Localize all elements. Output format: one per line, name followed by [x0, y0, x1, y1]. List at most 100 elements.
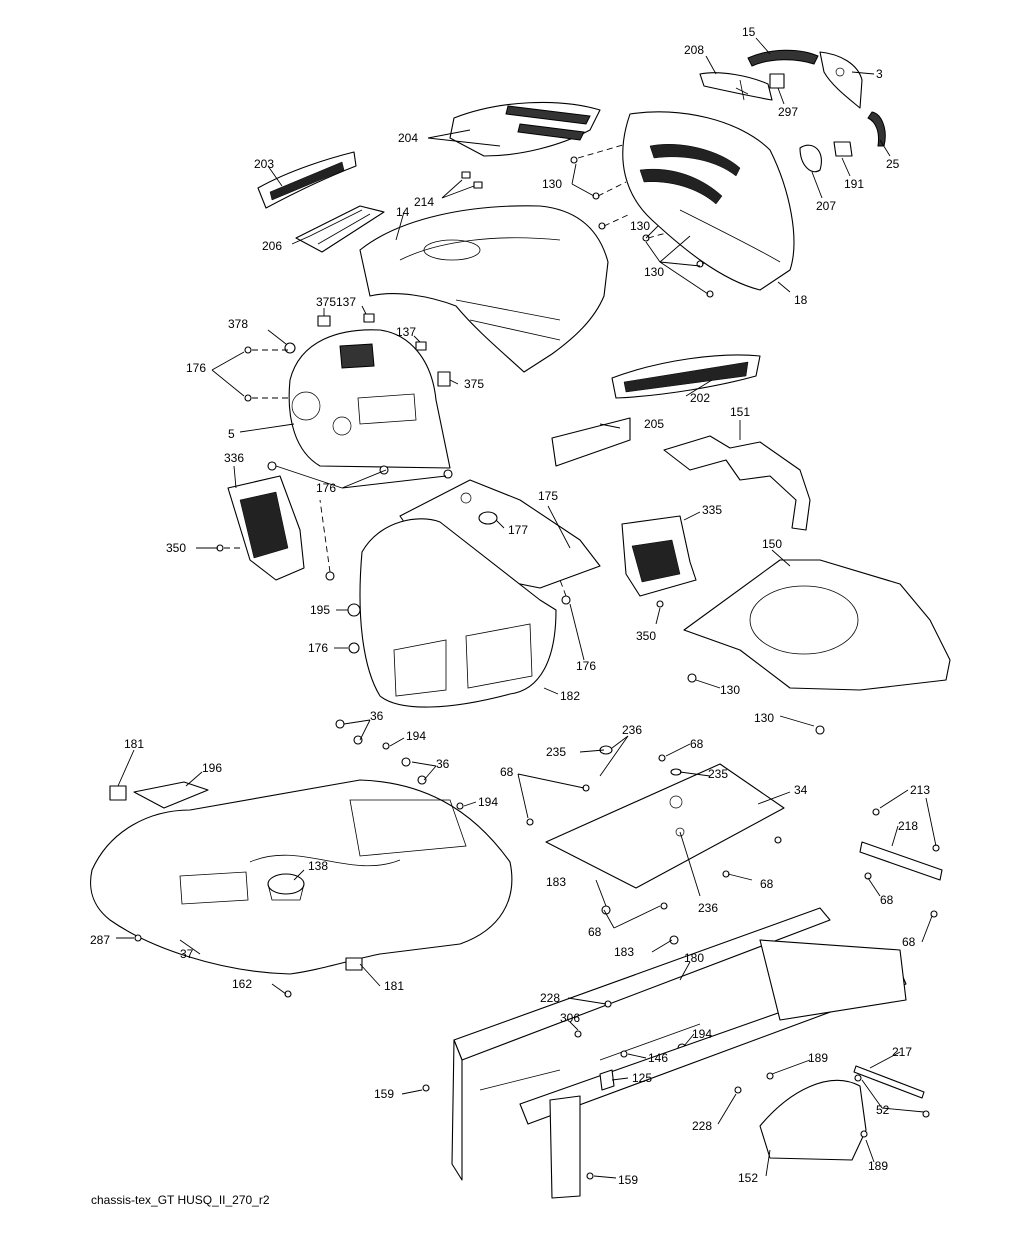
label-182: 182 [560, 689, 580, 703]
label-146: 146 [648, 1051, 668, 1065]
label-138: 138 [308, 859, 328, 873]
label-15: 15 [742, 25, 756, 39]
label-68-c: 68 [760, 877, 774, 891]
label-350-b: 350 [636, 629, 656, 643]
part-350-screw-right [656, 600, 664, 608]
label-176-b: 176 [316, 481, 336, 495]
part-191-knob [833, 141, 853, 157]
part-182-lower-body [359, 518, 557, 708]
label-202: 202 [690, 391, 710, 405]
label-5: 5 [228, 427, 235, 441]
part-196-trim [133, 781, 209, 809]
part-150-floor-plate [683, 559, 951, 691]
label-176-c: 176 [308, 641, 328, 655]
part-177-grommet [478, 511, 498, 525]
label-196: 196 [202, 761, 222, 775]
label-204: 204 [398, 131, 418, 145]
label-176-a: 176 [186, 361, 206, 375]
label-235-b: 235 [708, 767, 728, 781]
label-137-b: 137 [396, 325, 416, 339]
label-159-a: 159 [374, 1087, 394, 1101]
label-36-b: 36 [436, 757, 450, 771]
label-183-b: 183 [614, 945, 634, 959]
part-202-grille [611, 354, 761, 399]
label-130-d: 130 [720, 683, 740, 697]
part-159-bolts [422, 1084, 594, 1180]
part-125-clip [599, 1069, 615, 1091]
label-228-a: 228 [540, 991, 560, 1005]
part-195-plug [347, 603, 361, 617]
label-203: 203 [254, 157, 274, 171]
part-36-bolts [335, 719, 427, 785]
label-25: 25 [886, 157, 900, 171]
label-150: 150 [762, 537, 782, 551]
label-194-a: 194 [406, 729, 426, 743]
part-206-bracket [295, 205, 385, 253]
label-151: 151 [730, 405, 750, 419]
part-378-knob [284, 342, 296, 354]
label-206: 206 [262, 239, 282, 253]
label-162: 162 [232, 977, 252, 991]
part-204-hood-cover [449, 101, 601, 157]
label-378: 378 [228, 317, 248, 331]
part-335-side-panel [621, 515, 697, 597]
part-130-screws-floor [687, 673, 825, 735]
label-214: 214 [414, 195, 434, 209]
part-25-seal [867, 111, 886, 147]
part-183-bolts [601, 905, 679, 945]
part-181-bumper [109, 785, 363, 971]
part-137-clips [363, 313, 427, 351]
part-208-bracket [699, 72, 773, 101]
part-336-side-panel [227, 475, 305, 581]
label-68-b: 68 [500, 765, 514, 779]
label-297: 297 [778, 105, 798, 119]
label-375-b: 375 [464, 377, 484, 391]
label-189-b: 189 [868, 1159, 888, 1173]
label-217: 217 [892, 1045, 912, 1059]
label-287: 287 [90, 933, 110, 947]
label-130-b: 130 [630, 219, 650, 233]
label-183-a: 183 [546, 875, 566, 889]
part-34-mounting-plate [545, 763, 785, 889]
part-68-nuts-bracket [864, 872, 938, 918]
part-52-nuts [854, 1074, 930, 1118]
label-130-e: 130 [754, 711, 774, 725]
label-125: 125 [632, 1071, 652, 1085]
label-194-b: 194 [478, 795, 498, 809]
part-3-side-panel [819, 51, 863, 109]
part-297-clip [769, 73, 785, 89]
label-228-b: 228 [692, 1119, 712, 1133]
label-207: 207 [816, 199, 836, 213]
label-236-a: 236 [622, 723, 642, 737]
label-68-e: 68 [880, 893, 894, 907]
part-189-bolts [766, 1072, 868, 1138]
label-218: 218 [898, 819, 918, 833]
label-68-a: 68 [690, 737, 704, 751]
part-15-handle-trim [747, 49, 819, 67]
part-151-bracket [663, 435, 811, 531]
part-146-bolt [620, 1050, 628, 1058]
part-176-screws-lower [319, 499, 571, 654]
label-350-a: 350 [166, 541, 186, 555]
label-195: 195 [310, 603, 330, 617]
label-159-b: 159 [618, 1173, 638, 1187]
label-137-a: 137 [336, 295, 356, 309]
label-194-c: 194 [692, 1027, 712, 1041]
part-235-spacers [599, 745, 682, 776]
label-175: 175 [538, 489, 558, 503]
label-236-b: 236 [698, 901, 718, 915]
label-189-a: 189 [808, 1051, 828, 1065]
part-203-trim-strip [257, 151, 357, 209]
part-labels: 15 208 3 297 25 191 207 204 203 214 14 2… [90, 25, 930, 1187]
label-152: 152 [738, 1171, 758, 1185]
label-130-a: 130 [542, 177, 562, 191]
part-217-rod [853, 1065, 925, 1099]
label-375-a: 375 [316, 295, 336, 309]
label-130-c: 130 [644, 265, 664, 279]
part-218-bracket [859, 841, 943, 881]
part-14-hood [359, 205, 609, 373]
label-306: 306 [560, 1011, 580, 1025]
label-208: 208 [684, 43, 704, 57]
label-205: 205 [644, 417, 664, 431]
